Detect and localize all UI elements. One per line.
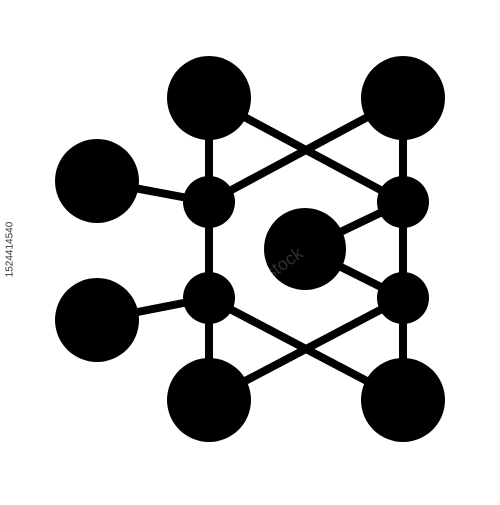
node-large-bottom-left <box>167 358 251 442</box>
nodes <box>55 56 445 442</box>
node-large-side-upper <box>55 139 139 223</box>
node-small-right-upper <box>377 176 429 228</box>
node-large-bottom-right <box>361 358 445 442</box>
node-large-top-left <box>167 56 251 140</box>
node-large-side-lower <box>55 278 139 362</box>
node-small-left-upper <box>183 176 235 228</box>
node-large-center <box>264 208 346 290</box>
node-large-top-right <box>361 56 445 140</box>
connection-lines <box>93 94 407 404</box>
stock-id-text: 1524414540 <box>4 221 16 278</box>
node-small-left-lower <box>183 272 235 324</box>
node-small-right-lower <box>377 272 429 324</box>
